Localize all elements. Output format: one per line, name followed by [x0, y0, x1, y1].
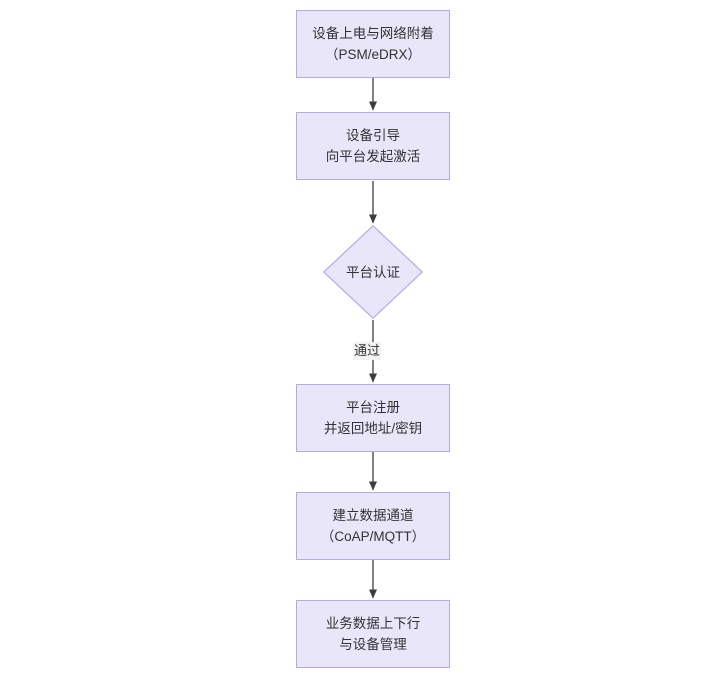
node-label-line2: 向平台发起激活: [325, 149, 421, 164]
node-label-line1: 平台注册: [346, 400, 400, 415]
edge-label-pass: 通过: [353, 342, 382, 360]
diamond-shape: [323, 225, 423, 319]
node-data-channel[interactable]: 建立数据通道 （CoAP/MQTT）: [296, 492, 450, 560]
node-label-line1: 设备引导: [346, 128, 400, 143]
node-platform-register[interactable]: 平台注册 并返回地址/密钥: [296, 384, 450, 452]
node-label-line2: 并返回地址/密钥: [323, 421, 423, 436]
node-label-line2: 与设备管理: [339, 637, 407, 652]
node-label-line1: 业务数据上下行: [325, 616, 421, 631]
node-device-bootstrap[interactable]: 设备引导 向平台发起激活: [296, 112, 450, 180]
node-platform-authentication[interactable]: 平台认证: [323, 225, 423, 319]
node-label-line1: 设备上电与网络附着: [312, 26, 434, 41]
node-label-line1: 建立数据通道: [332, 508, 414, 523]
node-business-data[interactable]: 业务数据上下行 与设备管理: [296, 600, 450, 668]
node-label-line1: 平台认证: [346, 264, 400, 280]
node-label-line2: （CoAP/MQTT）: [320, 529, 426, 544]
node-device-power-on[interactable]: 设备上电与网络附着 （PSM/eDRX）: [296, 10, 450, 78]
node-label-line2: （PSM/eDRX）: [324, 47, 422, 62]
